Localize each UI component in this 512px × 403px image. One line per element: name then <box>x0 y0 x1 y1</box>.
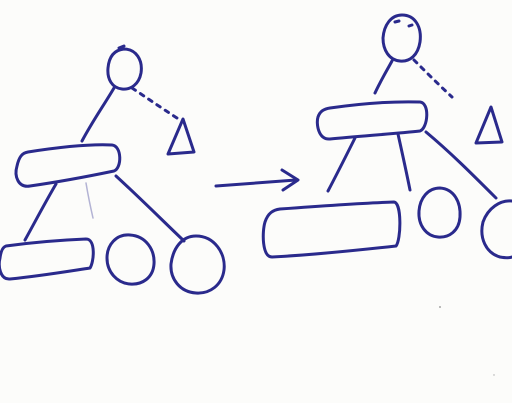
before-middle-child <box>105 233 156 286</box>
after-edge-pivot-right <box>424 130 498 200</box>
before-pivot-node <box>14 143 122 188</box>
before-parent-node <box>106 47 143 91</box>
before-tree <box>0 44 226 295</box>
before-left-subtree <box>0 237 95 281</box>
before-edge-pivot-right <box>114 174 186 243</box>
after-edge-parent-pivot <box>373 59 394 95</box>
after-edge-pivot-middle <box>396 132 412 192</box>
after-parent-mark-2 <box>407 23 414 28</box>
before-triangle-subtree <box>166 117 196 156</box>
arrow-head <box>280 168 300 192</box>
before-parent-tick <box>117 44 126 50</box>
before-edge-parent-triangle <box>130 86 179 120</box>
before-edge-parent-pivot <box>80 86 116 143</box>
before-right-child <box>169 234 226 295</box>
paper-specks <box>439 306 495 376</box>
after-left-subtree <box>261 200 402 259</box>
before-edge-pivot-left <box>23 182 58 242</box>
after-parent-node <box>381 13 422 63</box>
after-right-child <box>480 199 512 260</box>
after-pivot-node <box>315 100 429 141</box>
after-triangle-subtree <box>474 105 504 145</box>
arrow-shaft <box>214 178 298 188</box>
after-edge-pivot-left <box>326 136 357 193</box>
speck <box>439 306 441 308</box>
transition-arrow <box>214 168 300 192</box>
speck <box>493 374 495 376</box>
after-middle-child <box>417 186 462 239</box>
after-edge-parent-triangle <box>412 58 454 99</box>
after-parent-mark-1 <box>393 19 401 24</box>
before-edge-pivot-middle <box>85 182 94 219</box>
after-tree <box>261 13 512 260</box>
